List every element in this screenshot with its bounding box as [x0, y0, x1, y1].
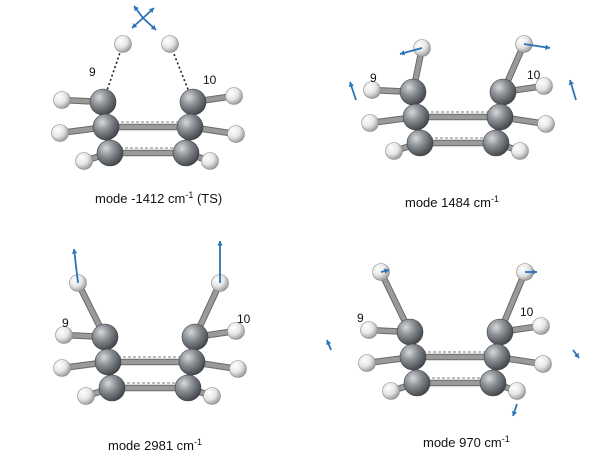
- carbon-atom: [181, 323, 209, 351]
- hydrogen-atom: [511, 142, 529, 160]
- arrowhead-icon: [511, 410, 517, 416]
- hydrogen-atom: [360, 321, 378, 339]
- carbon-atom: [89, 88, 117, 116]
- arrowhead-icon: [532, 269, 537, 275]
- caption-mode-1484: mode 1484 cm-1: [405, 194, 499, 210]
- carbon-atom: [399, 78, 427, 106]
- carbon-atom: [91, 323, 119, 351]
- carbon-atom: [489, 78, 517, 106]
- arrowhead-icon: [217, 241, 223, 246]
- arrowhead-icon: [132, 22, 138, 28]
- hydrogen-atom: [225, 87, 243, 105]
- caption-mode-2981: mode 2981 cm-1: [108, 437, 202, 453]
- molecule-970: [326, 263, 580, 417]
- hydrogen-atom: [55, 326, 73, 344]
- carbon-atom: [402, 103, 430, 131]
- carbon-atom: [94, 348, 122, 376]
- arrowhead-icon: [326, 340, 332, 346]
- hydrogen-atom: [77, 387, 95, 405]
- hydrogen-atom: [535, 77, 553, 95]
- caption-mode-ts: mode -1412 cm-1 (TS): [95, 190, 222, 206]
- carbon-atom: [172, 139, 200, 167]
- carbon-atom: [486, 318, 514, 346]
- hydrogen-atom: [227, 322, 245, 340]
- molecule-ts: [51, 5, 245, 170]
- hydrogen-atom: [53, 91, 71, 109]
- arrowhead-icon: [150, 24, 156, 30]
- arrowhead-icon: [568, 80, 574, 86]
- caption-mode-970: mode 970 cm-1: [423, 434, 510, 450]
- hydrogen-atom: [203, 387, 221, 405]
- hydrogen-atom: [161, 35, 179, 53]
- panel-mode-1484: 9 10 mode 1484 cm-1: [348, 35, 577, 210]
- carbon-atom: [396, 318, 424, 346]
- hydrogen-atom: [361, 114, 379, 132]
- arrowhead-icon: [134, 6, 139, 12]
- arrowhead-icon: [574, 352, 579, 358]
- hydrogen-atom: [201, 152, 219, 170]
- carbon-atom: [486, 103, 514, 131]
- carbon-atom: [479, 369, 507, 397]
- hydrogen-atom: [532, 317, 550, 335]
- arrowhead-icon: [348, 82, 354, 88]
- hydrogen-atom: [508, 382, 526, 400]
- carbon-atom: [399, 343, 427, 371]
- carbon-atom: [406, 129, 434, 157]
- hydrogen-atom: [382, 382, 400, 400]
- hydrogen-atom: [227, 125, 245, 143]
- atom-label-10: 10: [520, 305, 534, 319]
- hydrogen-atom: [358, 354, 376, 372]
- atom-label-10: 10: [203, 73, 217, 87]
- carbon-atom: [179, 88, 207, 116]
- hydrogen-atom: [229, 360, 247, 378]
- carbon-atom: [92, 113, 120, 141]
- carbon-atom: [483, 343, 511, 371]
- carbon-atom: [96, 139, 124, 167]
- hydrogen-atom: [75, 152, 93, 170]
- carbon-atom: [403, 369, 431, 397]
- panel-mode-970: 9 10 mode 970 cm-1: [326, 263, 580, 450]
- panel-mode-2981: 9 10 mode 2981 cm-1: [53, 241, 251, 453]
- arrowhead-icon: [148, 8, 154, 14]
- carbon-atom: [178, 348, 206, 376]
- hydrogen-atom: [53, 359, 71, 377]
- hydrogen-atom: [385, 142, 403, 160]
- arrowhead-icon: [383, 268, 389, 274]
- atom-label-9: 9: [357, 311, 364, 325]
- atom-label-9: 9: [62, 316, 69, 330]
- molecule-1484: [348, 35, 577, 160]
- molecule-2981: [53, 241, 247, 405]
- carbon-atom: [174, 374, 202, 402]
- arrowhead-icon: [71, 249, 78, 254]
- arrowhead-icon: [400, 50, 406, 56]
- displacement-vector: [73, 248, 79, 284]
- panel-mode-ts: 9 10 mode -1412 cm-1 (TS): [51, 5, 245, 206]
- hydrogen-atom: [51, 124, 69, 142]
- atom-label-9: 9: [89, 65, 96, 79]
- hydrogen-atom: [534, 355, 552, 373]
- carbon-atom: [482, 129, 510, 157]
- arrowhead-icon: [545, 44, 550, 50]
- atom-label-9: 9: [370, 71, 377, 85]
- hydrogen-atom: [363, 81, 381, 99]
- hydrogen-atom: [114, 35, 132, 53]
- hydrogen-atom: [537, 115, 555, 133]
- atom-label-10: 10: [527, 68, 541, 82]
- atom-label-10: 10: [237, 312, 251, 326]
- carbon-atom: [98, 374, 126, 402]
- carbon-atom: [176, 113, 204, 141]
